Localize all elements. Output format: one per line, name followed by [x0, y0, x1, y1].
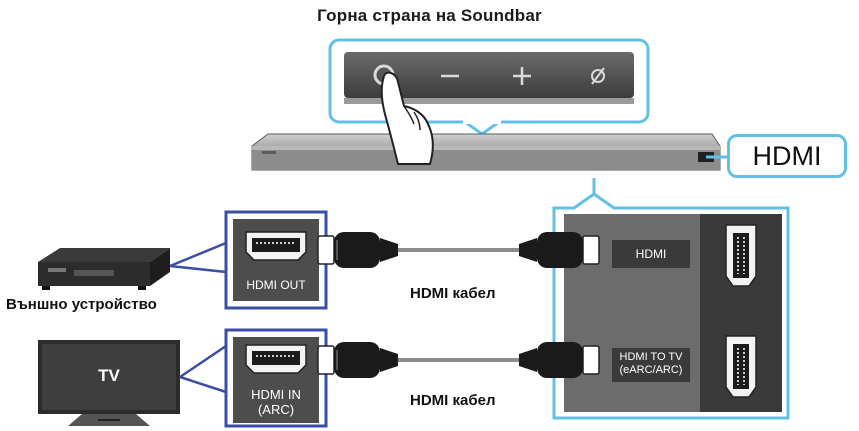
hand-press-icon	[380, 71, 434, 165]
hdmi-callout: HDMI	[727, 134, 847, 178]
hdmi-out-port-box	[224, 210, 328, 310]
tv-icon	[38, 340, 180, 426]
soundbar-body	[251, 133, 728, 171]
soundbar-top-title: Горна страна на Soundbar	[317, 6, 542, 25]
hdmi-in-port-label-line1: HDMI IN	[251, 387, 301, 402]
soundbar-hdmi-to-tv-label: HDMI TO TV (eARC/ARC)	[610, 351, 692, 377]
hdmi-out-port-label: HDMI OUT	[246, 278, 306, 292]
tv-screen-text: TV	[98, 366, 120, 385]
soundbar-hdmi-port-label: HDMI	[635, 247, 667, 261]
external-device-icon	[38, 248, 170, 290]
hdmi-port-vertical-top	[725, 224, 757, 287]
hdmi-cable-bottom	[317, 342, 600, 378]
external-device-label: Външно устройство	[6, 296, 157, 313]
hdmi-to-tv-line1: HDMI TO TV	[619, 351, 683, 363]
cable-label-top: HDMI кабел	[410, 285, 496, 302]
cable-label-bottom: HDMI кабел	[410, 392, 496, 409]
mic-off-button-icon	[591, 67, 605, 85]
hdmi-to-tv-line2: (eARC/ARC)	[619, 364, 683, 376]
hdmi-in-port-label: HDMI IN (ARC)	[233, 387, 319, 417]
hdmi-in-port-box	[224, 328, 328, 428]
soundbar-rear-panel	[552, 192, 790, 420]
hdmi-port-vertical-bottom	[725, 335, 757, 398]
volume-up-button-icon	[513, 67, 531, 85]
hdmi-in-port-label-line2: (ARC)	[257, 402, 295, 417]
soundbar-top-callout	[328, 38, 650, 136]
hdmi-cable-top	[317, 232, 600, 268]
